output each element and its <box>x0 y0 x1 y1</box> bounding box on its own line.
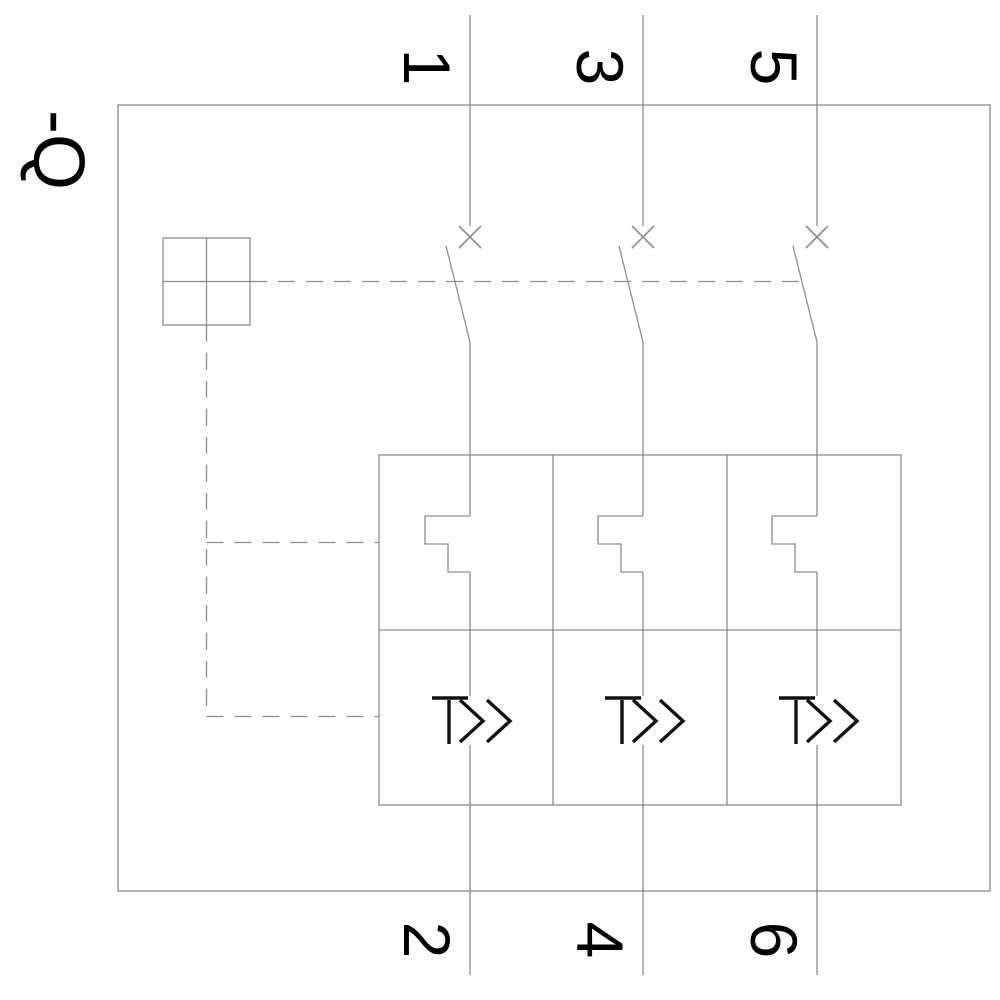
chevron-2 <box>658 698 686 744</box>
chevron-1 <box>805 698 833 744</box>
pole-2 <box>597 15 655 975</box>
instantaneous-release-symbol-2 <box>605 696 686 744</box>
instantaneous-release-symbols <box>432 696 860 744</box>
pole-1 <box>424 15 482 975</box>
pole-2-contact-cross-icon <box>631 225 655 249</box>
pole-2-thermal-release-symbol <box>597 515 643 573</box>
pole-3 <box>771 15 829 975</box>
trip-unit-block <box>378 454 902 806</box>
terminal-label-6: 6 <box>737 921 811 959</box>
mechanical-linkage <box>205 280 802 718</box>
pole-3-contact-cross-icon <box>805 225 829 249</box>
pole-1-contact-cross-icon <box>458 225 482 249</box>
instantaneous-release-symbol-3 <box>779 696 860 744</box>
chevron-2 <box>832 698 860 744</box>
terminal-label-3: 3 <box>563 48 637 86</box>
terminal-label-1: 1 <box>390 48 464 86</box>
operator-symbol <box>162 237 251 326</box>
chevron-1 <box>631 698 659 744</box>
terminal-label-2: 2 <box>390 921 464 959</box>
chevron-2 <box>485 698 513 744</box>
chevron-1 <box>458 698 486 744</box>
device-designation: -Q <box>18 110 98 190</box>
pole-2-contact-blade <box>618 245 644 343</box>
pole-1-thermal-release-symbol <box>424 515 470 573</box>
terminal-label-4: 4 <box>563 921 637 959</box>
pole-3-contact-blade <box>792 245 818 343</box>
terminal-label-5: 5 <box>737 48 811 86</box>
pole-1-contact-blade <box>445 245 471 343</box>
linework <box>117 15 991 975</box>
instantaneous-release-symbol-1 <box>432 696 513 744</box>
pole-3-thermal-release-symbol <box>771 515 817 573</box>
device-outline <box>117 104 991 892</box>
